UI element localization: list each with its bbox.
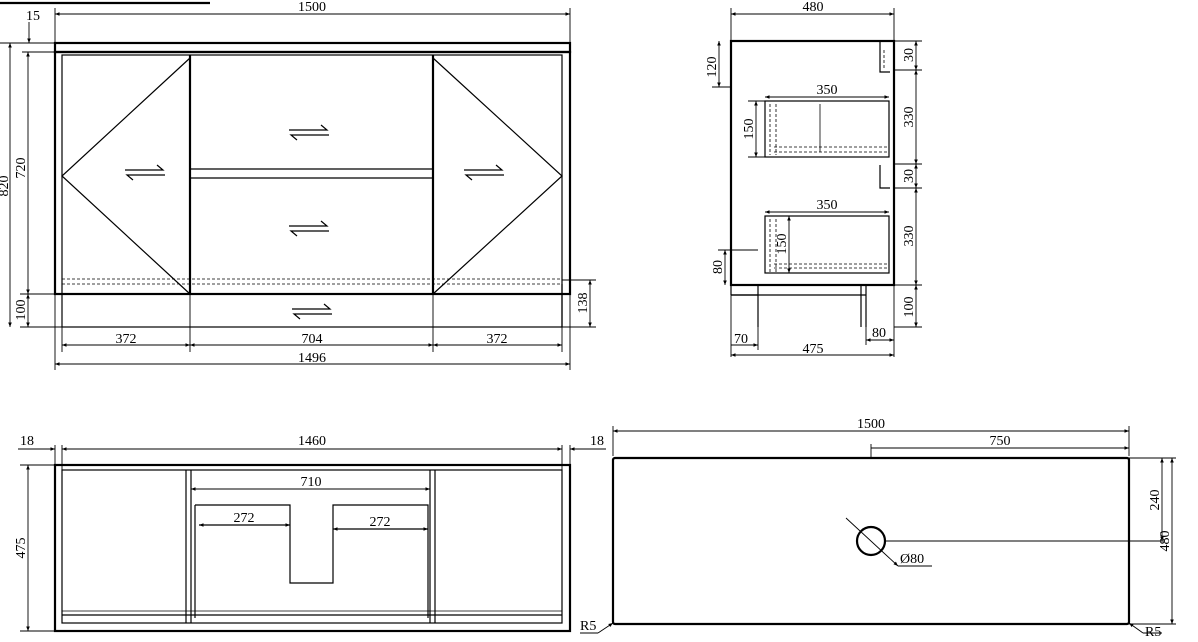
plan-view: 18 1460 18 710 272 272 475 — [14, 434, 606, 633]
front-cabinet-body — [53, 50, 572, 296]
front-kick-plinth — [61, 293, 563, 328]
dim-front-center-width: 704 — [302, 332, 323, 347]
dim-side-drawer2-space: 330 — [902, 226, 917, 247]
left-door-swing-lines — [61, 57, 191, 295]
side-dimensions: 480 120 30 330 30 330 100 350 — [705, 0, 922, 357]
top-drawer-handle-icon — [289, 124, 329, 141]
dim-front-base-width: 1496 — [298, 351, 326, 366]
dim-front-kick-height-right: 138 — [576, 293, 591, 314]
dim-side-plinth-left: 80 — [711, 260, 726, 274]
dim-side-foot-offset-left: 70 — [734, 332, 748, 347]
kick-handle-icon — [292, 303, 332, 320]
dim-side-foot-offset-right: 80 — [872, 326, 886, 341]
top-view: Ø80 1500 750 240 480 R5 R5 — [580, 417, 1176, 640]
dim-side-depth-bottom: 475 — [803, 342, 824, 357]
dim-plan-left-cutout: 272 — [234, 511, 255, 526]
side-top-rail — [879, 41, 890, 73]
dim-side-drawer2-height: 150 — [775, 234, 790, 255]
plan-drawer-outline — [194, 504, 429, 618]
front-dimensions: 1500 15 820 720 100 138 — [0, 0, 596, 370]
top-dimensions: 1500 750 240 480 R5 R5 — [580, 417, 1176, 640]
dim-plan-left-side: 18 — [20, 434, 34, 449]
dim-plan-depth: 475 — [14, 538, 29, 559]
dim-top-hole-depth-offset: 240 — [1148, 490, 1163, 511]
dim-plan-right-side: 18 — [590, 434, 604, 449]
hole-leader — [845, 517, 899, 567]
plan-dimensions: 18 1460 18 710 272 272 475 — [14, 434, 606, 632]
dim-side-plinth-right: 100 — [902, 297, 917, 318]
dim-front-left-door-width: 372 — [116, 332, 137, 347]
plan-outer — [53, 463, 572, 633]
dim-top-overall-width: 1500 — [857, 417, 885, 432]
dim-front-cabinet-height: 720 — [14, 158, 29, 179]
right-door-handle-icon — [464, 164, 504, 181]
dim-front-right-door-width: 372 — [487, 332, 508, 347]
bottom-drawer-handle-icon — [289, 220, 329, 237]
dim-plan-right-cutout: 272 — [370, 515, 391, 530]
dim-side-mid-gap: 30 — [902, 169, 917, 183]
left-door-handle-icon — [125, 164, 165, 181]
front-view: 1500 15 820 720 100 138 — [0, 0, 596, 370]
handle-icons — [125, 124, 504, 320]
dim-side-top-drawer-front: 120 — [705, 57, 720, 78]
dim-side-drawer1-height: 150 — [742, 119, 757, 140]
dim-side-depth-top: 480 — [803, 0, 824, 15]
dim-top-overall-depth: 480 — [1158, 531, 1173, 552]
dim-plan-inner-width: 1460 — [298, 434, 326, 449]
side-mid-rail — [879, 165, 890, 189]
right-door-swing-lines — [432, 57, 563, 295]
dim-side-drawer2-depth: 350 — [817, 198, 838, 213]
dim-front-overall-width: 1500 — [298, 0, 326, 15]
dim-front-top-thickness: 15 — [26, 9, 40, 24]
dim-top-hole-offset: 750 — [990, 434, 1011, 449]
side-view: 480 120 30 330 30 330 100 350 — [705, 0, 922, 357]
dim-plan-center-section: 710 — [301, 475, 322, 490]
dim-side-drawer1-space: 330 — [902, 107, 917, 128]
side-drawer-2 — [764, 215, 890, 274]
dim-top-hole-diameter: Ø80 — [900, 552, 924, 567]
dim-top-radius-left: R5 — [580, 619, 596, 634]
side-drawer-1 — [764, 100, 890, 158]
dim-front-overall-height: 820 — [0, 176, 12, 197]
dim-side-top-gap: 30 — [902, 48, 917, 62]
side-cabinet-body — [729, 39, 896, 287]
dim-side-drawer1-depth: 350 — [817, 83, 838, 98]
dim-top-radius-right: R5 — [1145, 625, 1161, 640]
dim-front-kick-height: 100 — [14, 300, 29, 321]
front-countertop — [53, 41, 572, 54]
plan-inner — [61, 469, 563, 624]
